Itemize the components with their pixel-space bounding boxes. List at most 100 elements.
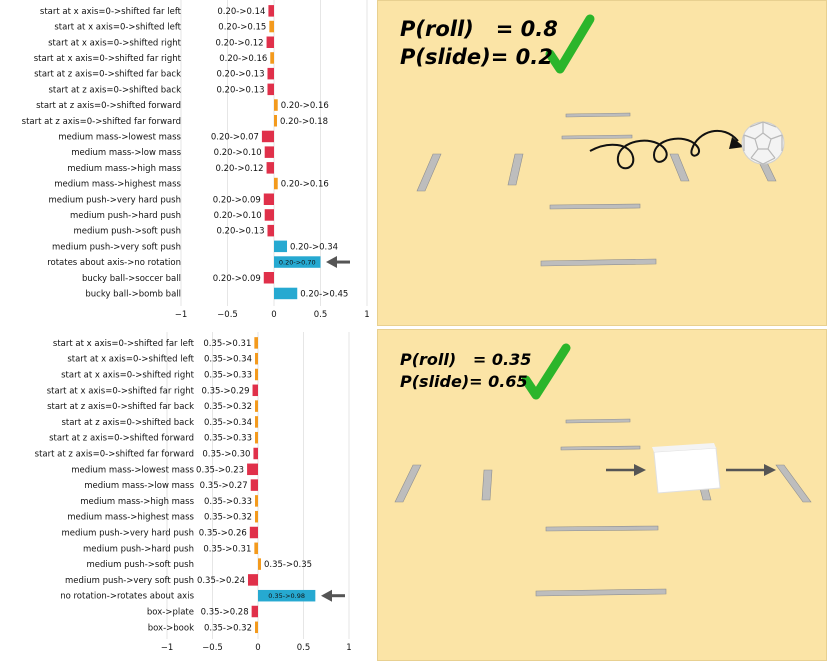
bar-value-label: 0.20->0.10: [214, 211, 262, 221]
bar: [267, 83, 274, 96]
track-piece: [481, 469, 493, 501]
scene-panel-bottom: P(roll) = 0.35 P(slide)= 0.65: [377, 329, 827, 661]
highlight-arrowhead: [321, 589, 332, 602]
category-label: medium push->very hard push: [48, 195, 181, 205]
bar-value-label: 0.35->0.30: [202, 450, 250, 460]
bar: [274, 177, 278, 190]
track-piece: [775, 464, 812, 503]
bar: [268, 5, 274, 17]
scene-panel-top: P(roll) = 0.8 P(slide)= 0.2: [377, 0, 827, 326]
category-label: start at z axis=0->shifted back: [61, 418, 194, 428]
x-tick-label: 0.5: [297, 643, 311, 653]
bar: [255, 368, 258, 381]
bar: [249, 526, 258, 539]
category-label: medium push->hard push: [70, 211, 181, 221]
bar-value-label: 0.35->0.23: [196, 465, 244, 475]
bar: [255, 621, 258, 634]
category-label: start at z axis=0->shifted far forward: [35, 450, 194, 460]
bar-value-label: 0.35->0.33: [204, 371, 252, 381]
category-label: medium mass->highest mass: [67, 513, 194, 523]
x-tick-label: −0.5: [217, 310, 238, 320]
bar-value-label: 0.35->0.24: [197, 576, 245, 586]
x-tick-label: 1: [346, 643, 351, 653]
track-piece: [535, 588, 667, 597]
category-label: bucky ball->soccer ball: [82, 274, 181, 284]
track-piece: [394, 464, 422, 503]
bar-value-label: 0.20->0.09: [213, 274, 261, 284]
bar: [251, 605, 258, 618]
track-piece: [549, 203, 641, 210]
category-label: bucky ball->bomb ball: [85, 289, 181, 299]
scene-illustration-top: [416, 14, 785, 267]
bar-value-label: 0.20->0.07: [211, 132, 259, 142]
track-piece: [669, 153, 690, 182]
category-label: start at z axis=0->shifted forward: [49, 434, 194, 444]
bar-value-label: 0.20->0.70: [279, 259, 316, 267]
category-label: start at x axis=0->shifted left: [54, 23, 181, 33]
bar: [274, 256, 321, 268]
bar: [247, 463, 258, 476]
bar: [274, 115, 277, 127]
bar-value-label: 0.35->0.27: [200, 481, 248, 491]
bar: [264, 146, 274, 158]
category-label: medium mass->high mass: [67, 164, 181, 174]
category-label: start at x axis=0->shifted far left: [53, 339, 195, 349]
x-tick-label: −0.5: [202, 643, 223, 653]
track-piece: [507, 153, 524, 186]
bar: [255, 510, 258, 523]
bar-value-label: 0.20->0.16: [281, 180, 329, 190]
bar-value-label: 0.20->0.09: [213, 195, 261, 205]
category-label: rotates about axis->no rotation: [47, 258, 181, 268]
track-piece: [560, 445, 641, 451]
bar-value-label: 0.35->0.31: [203, 339, 251, 349]
check-mark-icon: [521, 343, 571, 400]
bar: [269, 20, 274, 33]
bar: [250, 479, 258, 491]
bar-value-label: 0.20->0.18: [280, 117, 328, 127]
category-label: start at z axis=0->shifted forward: [36, 101, 181, 111]
bar: [267, 67, 274, 80]
check-mark-icon: [545, 14, 595, 74]
x-tick-label: 0.5: [314, 310, 328, 320]
bar: [255, 352, 258, 365]
bar: [252, 384, 258, 397]
bar: [261, 130, 274, 143]
track-piece: [540, 258, 657, 267]
bar: [274, 287, 298, 300]
category-label: medium mass->high mass: [80, 497, 194, 507]
bar: [266, 36, 274, 48]
category-label: medium push->very hard push: [61, 529, 194, 539]
rolling-trajectory: [589, 130, 739, 170]
bar-value-label: 0.20->0.34: [290, 242, 338, 252]
bar: [258, 589, 316, 602]
category-label: box->book: [148, 623, 194, 633]
bar: [254, 337, 258, 349]
bar-value-label: 0.35->0.28: [201, 608, 249, 618]
track-piece: [545, 525, 659, 532]
bucky-ball-icon: [741, 121, 785, 165]
bar-value-label: 0.20->0.14: [217, 7, 265, 17]
bar: [253, 447, 258, 460]
highlight-arrowhead: [326, 256, 337, 269]
bar: [267, 224, 274, 237]
x-tick-label: −1: [161, 643, 174, 653]
category-label: box->plate: [147, 608, 194, 618]
bar: [264, 209, 274, 221]
bar: [263, 193, 274, 205]
track-piece: [416, 153, 442, 192]
probability-slide: P(slide)= 0.65: [400, 372, 528, 391]
track-piece: [561, 134, 633, 140]
category-label: start at x axis=0->shifted far right: [34, 54, 182, 64]
category-label: medium mass->low mass: [71, 148, 181, 158]
category-label: medium push->soft push: [73, 227, 181, 237]
probability-slide: P(slide)= 0.2: [400, 45, 553, 69]
track-piece: [565, 418, 631, 424]
category-label: medium push->very soft push: [52, 242, 181, 252]
track-piece: [565, 112, 631, 118]
category-label: medium push->very soft push: [65, 576, 194, 586]
bar-value-label: 0.35->0.32: [204, 513, 252, 523]
bar: [255, 431, 258, 444]
bar-value-label: 0.35->0.33: [204, 497, 252, 507]
category-label: start at z axis=0->shifted far back: [34, 70, 181, 80]
